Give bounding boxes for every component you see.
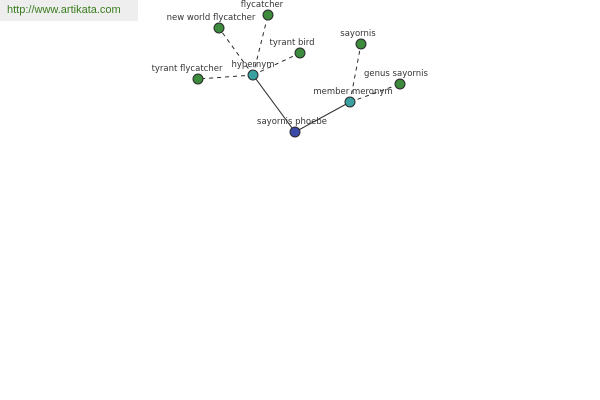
node-new-world-flycatcher[interactable]: new world flycatcher xyxy=(167,13,256,34)
node-dot-tyrant-bird[interactable] xyxy=(294,47,306,59)
node-genus-sayornis[interactable]: genus sayornis xyxy=(364,69,429,90)
node-label-genus-sayornis[interactable]: genus sayornis xyxy=(364,69,428,79)
node-sayornis-phoebe[interactable]: sayornis phoebe xyxy=(257,117,327,138)
site-url-link[interactable]: http://www.artikata.com xyxy=(7,4,121,16)
node-dot-sayornis[interactable] xyxy=(355,38,367,50)
url-banner: http://www.artikata.com xyxy=(0,0,138,21)
node-sayornis[interactable]: sayornis xyxy=(340,29,376,50)
node-dot-sayornis-phoebe[interactable] xyxy=(289,126,301,138)
node-label-flycatcher[interactable]: flycatcher xyxy=(241,0,284,10)
node-dot-tyrant-flycatcher[interactable] xyxy=(192,73,204,85)
edge-sayornis-phoebe-to-member-meronym xyxy=(294,101,351,133)
graph-nodes: sayornis phoebe hypernym member meronym fly… xyxy=(152,0,429,138)
node-member-meronym[interactable]: member meronym xyxy=(313,87,393,108)
node-flycatcher[interactable]: flycatcher xyxy=(241,0,284,21)
node-dot-flycatcher[interactable] xyxy=(262,9,274,21)
node-dot-member-meronym[interactable] xyxy=(344,96,356,108)
node-label-sayornis[interactable]: sayornis xyxy=(340,29,376,39)
node-tyrant-flycatcher[interactable]: tyrant flycatcher xyxy=(152,64,223,85)
edge-member-meronym-to-sayornis xyxy=(349,43,362,103)
node-label-new-world-flycatcher[interactable]: new world flycatcher xyxy=(167,13,256,23)
node-dot-new-world-flycatcher[interactable] xyxy=(213,22,225,34)
node-tyrant-bird[interactable]: tyrant bird xyxy=(270,38,315,59)
edge-hypernym-to-flycatcher xyxy=(252,14,269,76)
edge-hypernym-to-new-world-flycatcher xyxy=(218,27,254,76)
edge-sayornis-phoebe-to-hypernym xyxy=(252,74,296,133)
node-label-hypernym[interactable]: hypernym xyxy=(231,60,274,70)
edge-hypernym-to-tyrant-flycatcher xyxy=(197,74,254,80)
node-label-sayornis-phoebe[interactable]: sayornis phoebe xyxy=(257,117,327,127)
node-dot-genus-sayornis[interactable] xyxy=(394,78,406,90)
node-label-tyrant-bird[interactable]: tyrant bird xyxy=(270,38,315,48)
node-label-member-meronym[interactable]: member meronym xyxy=(313,87,392,97)
edge-member-meronym-to-genus-sayornis xyxy=(349,83,401,103)
edge-hypernym-to-tyrant-bird xyxy=(252,52,301,76)
node-hypernym[interactable]: hypernym xyxy=(231,60,275,81)
graph-edges xyxy=(197,14,401,133)
node-label-tyrant-flycatcher[interactable]: tyrant flycatcher xyxy=(152,64,223,74)
node-dot-hypernym[interactable] xyxy=(247,69,259,81)
